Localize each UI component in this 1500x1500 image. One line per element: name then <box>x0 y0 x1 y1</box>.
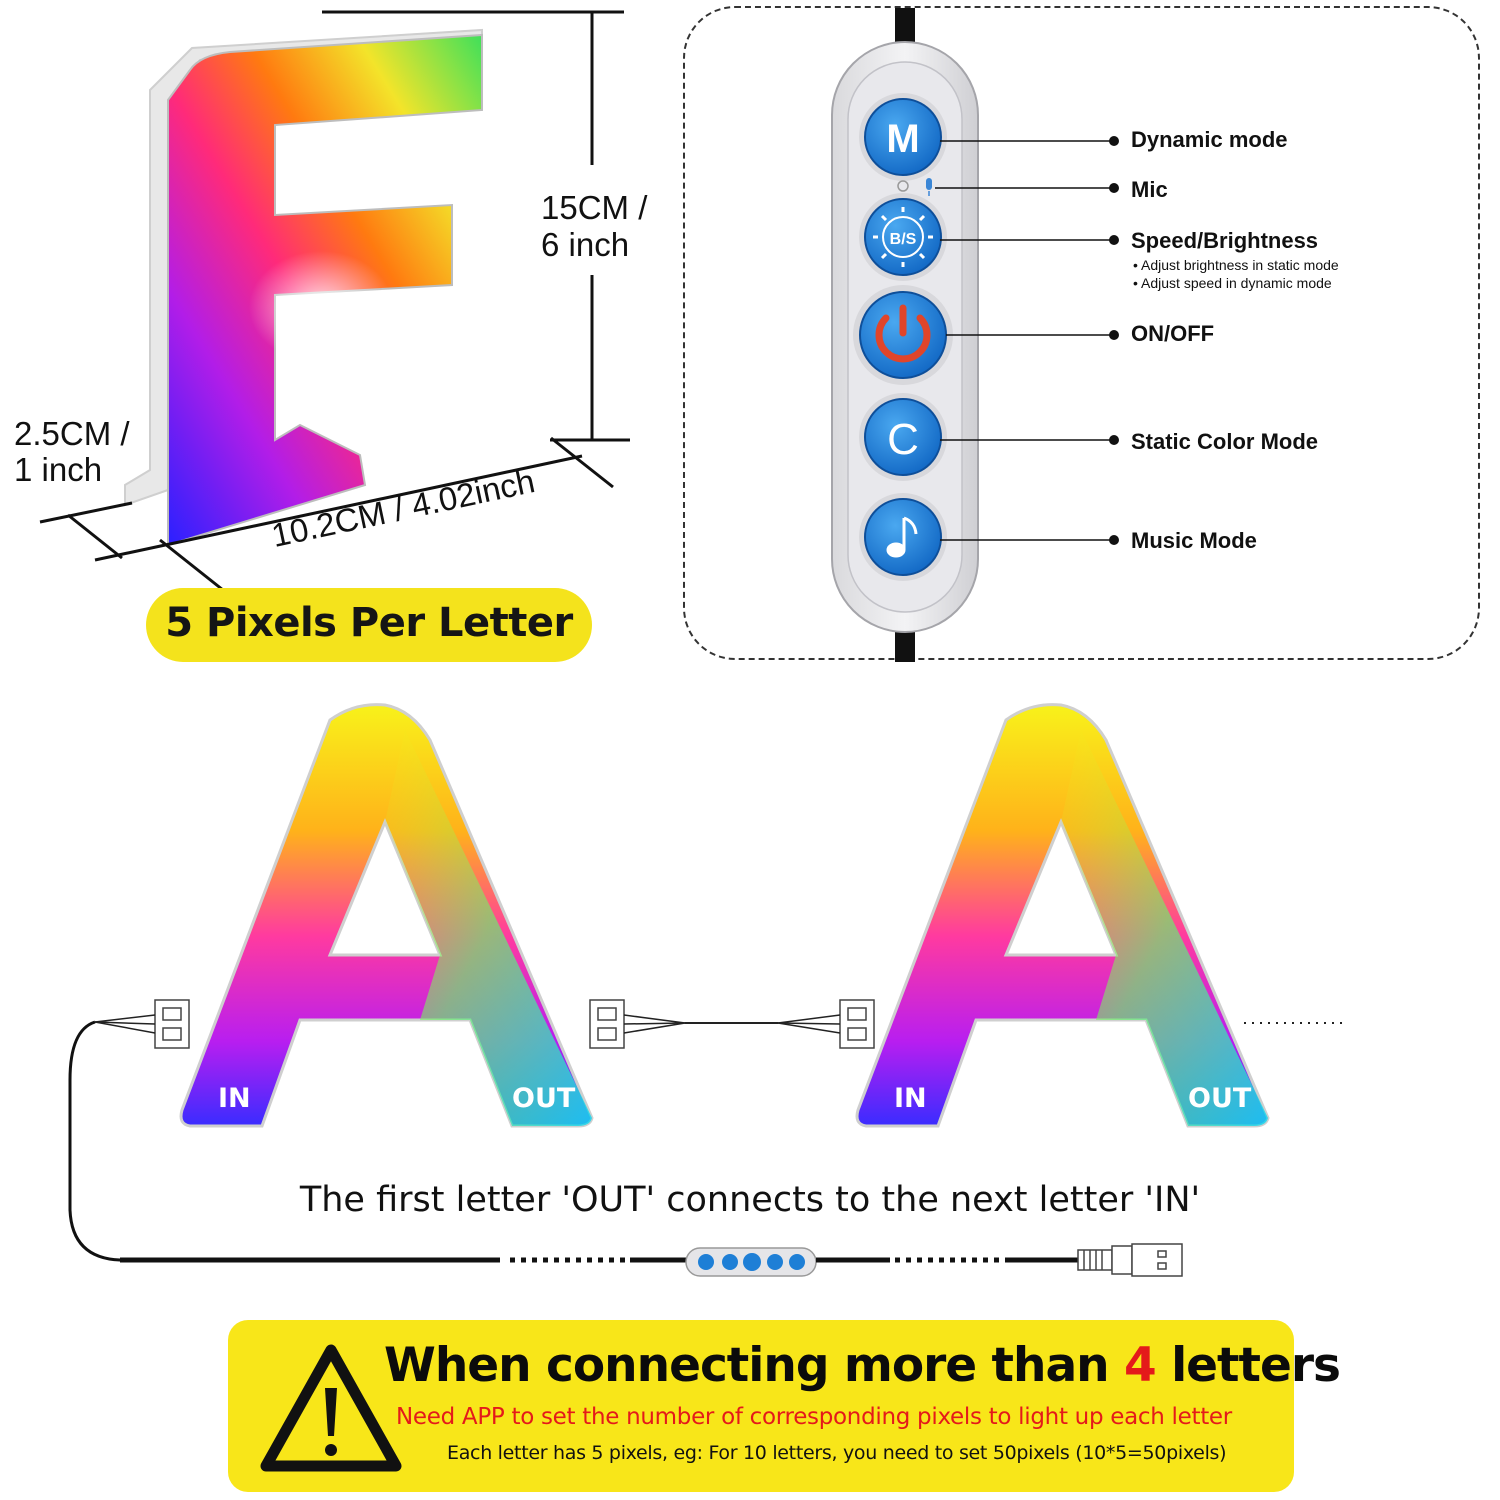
height-label-line1: 15CM / <box>541 189 648 226</box>
connector-out-first <box>589 999 625 1049</box>
label-dynamic-mode: Dynamic mode <box>1131 127 1288 152</box>
letter-f-illustration <box>39 10 630 592</box>
power-icon <box>875 304 931 363</box>
label-speed-brightness: Speed/Brightness <box>1131 228 1319 253</box>
letter-a-second-in: IN <box>894 1083 927 1114</box>
warning-triangle-icon <box>260 1344 402 1472</box>
depth-label-line1: 2.5CM / <box>14 415 130 452</box>
letter-f-panel: 15CM / 6 inch 2.5CM / 1 inch 10.2CM / 4.… <box>0 0 680 680</box>
brightness-speed-icon <box>873 207 933 267</box>
connector-in-first <box>154 999 190 1049</box>
warning-title: When connecting more than 4 letters <box>384 1338 1341 1393</box>
label-mic: Mic <box>1131 177 1168 202</box>
mic-icon <box>897 178 932 196</box>
letter-a-first: IN OUT <box>179 703 594 1128</box>
c-icon: C <box>887 415 919 464</box>
remote-panel <box>683 6 1480 660</box>
letter-a-second: IN OUT <box>855 703 1270 1128</box>
height-label-line2: 6 inch <box>541 226 630 263</box>
letter-a-second-out: OUT <box>1188 1083 1252 1114</box>
warning-subtitle: Need APP to set the number of correspond… <box>396 1404 1232 1430</box>
connection-caption: The first letter 'OUT' connects to the n… <box>299 1180 1201 1220</box>
note-brightness: • Adjust brightness in static mode <box>1133 257 1339 273</box>
connection-diagram: IN OUT IN OUT <box>68 703 1344 1277</box>
static-color-button[interactable]: C <box>859 393 947 481</box>
svg-text:B/S: B/S <box>890 231 917 248</box>
label-static-color: Static Color Mode <box>1131 429 1319 454</box>
letter-a-first-out: OUT <box>512 1083 576 1114</box>
music-note-icon <box>886 516 918 558</box>
warning-note: Each letter has 5 pixels, eg: For 10 let… <box>447 1442 1227 1464</box>
warning-title-number: 4 <box>1124 1338 1157 1393</box>
music-mode-button[interactable] <box>859 493 947 581</box>
speed-brightness-button[interactable]: B/S <box>859 193 947 281</box>
pixels-per-letter-badge: 5 Pixels Per Letter <box>146 588 592 662</box>
note-speed: • Adjust speed in dynamic mode <box>1133 275 1332 291</box>
usb-plug-icon <box>1077 1243 1183 1277</box>
warning-box: When connecting more than 4 letters Need… <box>228 1320 1341 1492</box>
label-music-mode: Music Mode <box>1131 528 1257 553</box>
inline-remote-controller <box>685 1247 817 1277</box>
depth-label-line2: 1 inch <box>14 451 103 488</box>
connector-in-second <box>839 999 875 1049</box>
label-on-off: ON/OFF <box>1131 321 1215 346</box>
m-icon: M <box>886 117 919 161</box>
remote-illustration: M B/S C <box>831 8 1119 662</box>
letter-a-first-in: IN <box>218 1083 251 1114</box>
dynamic-mode-button[interactable]: M <box>859 93 947 181</box>
power-button[interactable] <box>853 285 953 385</box>
pixels-per-letter-text: 5 Pixels Per Letter <box>165 600 573 646</box>
